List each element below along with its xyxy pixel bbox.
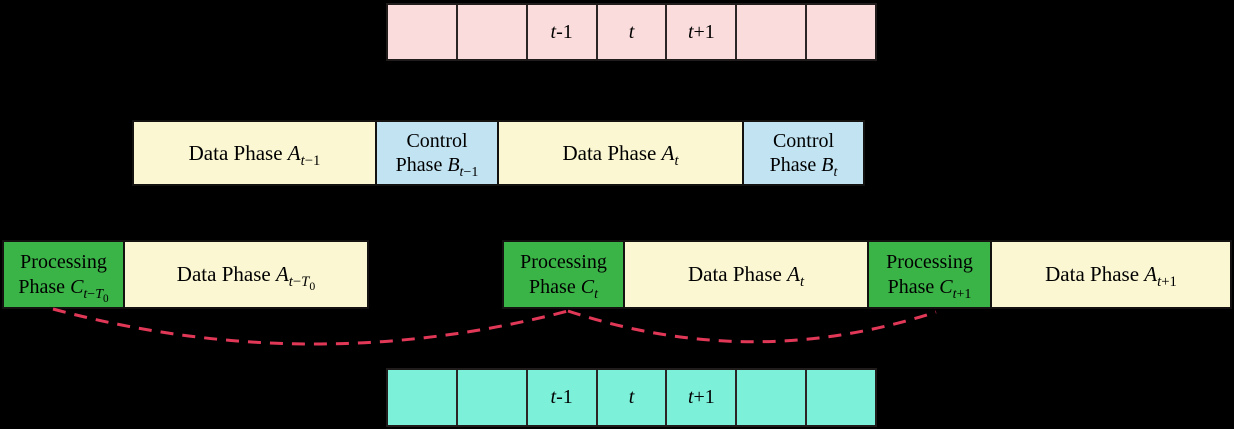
bottom-slot-cell [737,370,808,425]
control-phase-b-current-label-line1: Control [772,129,835,152]
bottom-slot-cell [458,370,528,425]
data-phase-a-prev-block: Data Phase At−1 [132,120,377,186]
processing-phase-c-current-label-line2: Phase Ct [529,275,598,302]
top-slot-cell-t-plus-1: t+1 [667,5,738,59]
processing-phase-c-next-label-line1: Processing [886,251,973,274]
processing-phase-c-next-label-line2: Phase Ct+1 [887,275,972,302]
data-phase-a-prev-label: Data Phase At−1 [188,140,321,169]
data-phase-a-current2-label: Data Phase At [687,262,805,291]
control-phase-b-prev-label-line2: Phase Bt−1 [395,154,479,180]
data-phase-a-past-label: Data Phase At−T0 [176,261,316,294]
control-phase-b-current-label-line2: Phase Bt [769,154,838,180]
bottom-slot-cell [807,370,875,425]
top-slot-cell-t: t [598,5,668,59]
top-slot-cell-t-minus-1: t-1 [528,5,598,59]
control-phase-b-prev-label-line1: Control [406,129,468,152]
bottom-slot-timeline: t-1 t t+1 [386,368,877,427]
bottom-slot-cell-t: t [598,370,668,425]
processing-phase-c-past-block: Processing Phase Ct−T0 [2,240,125,309]
processing-phase-c-next-block: Processing Phase Ct+1 [867,240,992,309]
dependency-curve-right-icon [567,309,937,344]
bottom-slot-cell-t-plus-1: t+1 [667,370,738,425]
top-slot-cell [388,5,458,59]
control-phase-b-current-block: Control Phase Bt [742,120,865,186]
top-slot-cell [807,5,875,59]
bottom-slot-cell-t-minus-1: t-1 [528,370,598,425]
processing-phase-c-past-label-line2: Phase Ct−T0 [18,275,109,305]
data-phase-a-current2-block: Data Phase At [623,240,869,309]
data-phase-a-next-label: Data Phase At+1 [1045,262,1177,291]
processing-phase-c-past-label-line1: Processing [20,251,107,274]
top-slot-cell [737,5,808,59]
top-slot-cell [458,5,528,59]
data-phase-a-next-block: Data Phase At+1 [990,240,1232,309]
control-phase-b-prev-block: Control Phase Bt−1 [375,120,499,186]
dependency-curve-left-icon [52,307,569,346]
data-phase-a-current-label: Data Phase At [562,140,679,169]
processing-phase-c-current-label-line1: Processing [520,251,607,274]
bottom-slot-cell [388,370,458,425]
data-phase-a-past-block: Data Phase At−T0 [123,240,369,309]
data-phase-a-current-block: Data Phase At [497,120,744,186]
processing-phase-c-current-block: Processing Phase Ct [502,240,625,309]
top-slot-timeline: t-1 t t+1 [386,3,877,61]
